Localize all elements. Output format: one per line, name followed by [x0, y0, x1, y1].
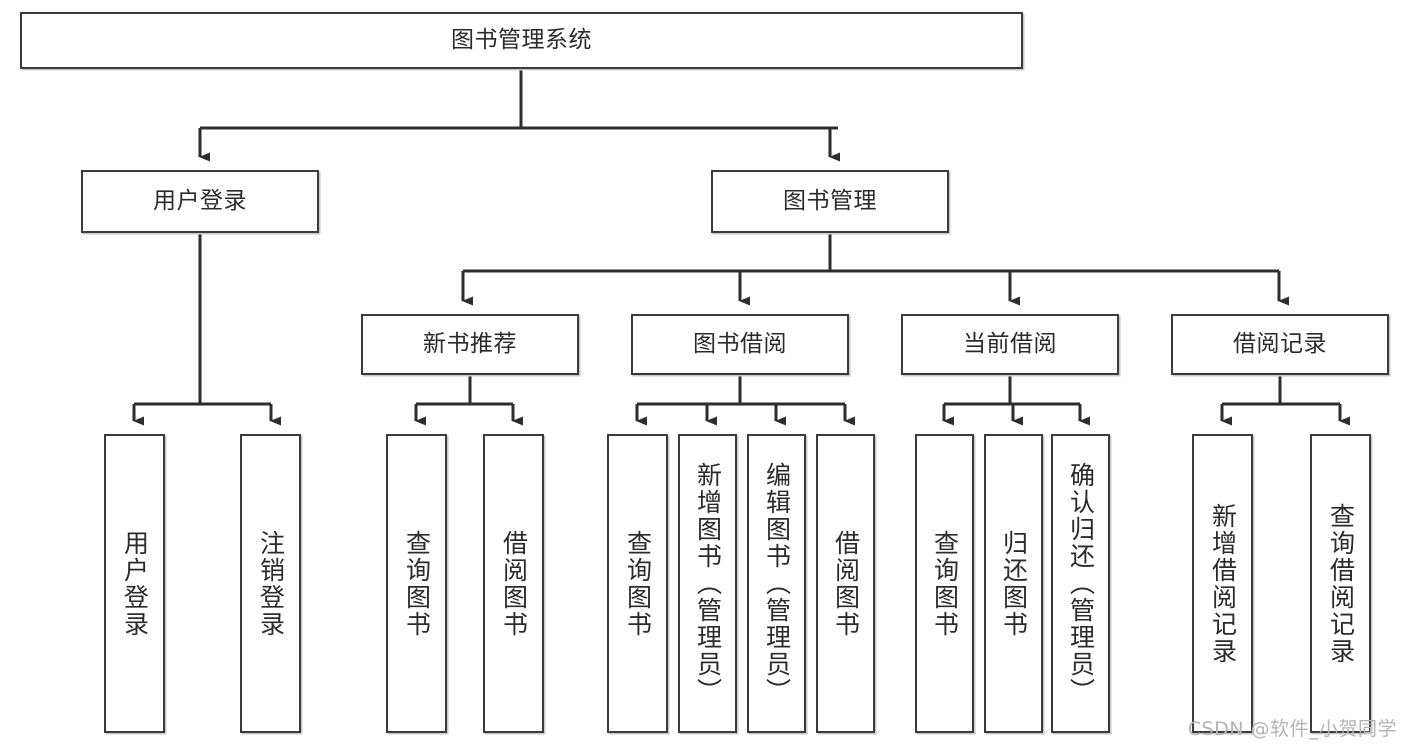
leaf-node[interactable]: 查询图书	[386, 434, 447, 733]
leaf-node-label: 查询图书	[402, 529, 432, 638]
leaf-node-label: 注销登录	[256, 529, 286, 638]
node-borrow-record[interactable]: 借阅记录	[1171, 314, 1389, 375]
leaf-node[interactable]: 借阅图书	[483, 434, 544, 733]
node-book-management-label: 图书管理	[783, 187, 877, 214]
leaf-node[interactable]: 查询借阅记录	[1310, 434, 1371, 733]
leaf-node[interactable]: 新增图书（管理员）	[678, 434, 737, 733]
leaf-node[interactable]: 用户登录	[104, 434, 165, 733]
node-current-borrow[interactable]: 当前借阅	[901, 314, 1119, 375]
leaf-node-label: 查询图书	[623, 529, 653, 638]
node-root-label: 图书管理系统	[451, 26, 592, 53]
leaf-node-label: 查询借阅记录	[1326, 502, 1356, 665]
leaf-node-label: 查询图书	[930, 529, 960, 638]
leaf-node-label: 借阅图书	[499, 529, 529, 638]
leaf-node[interactable]: 借阅图书	[816, 434, 875, 733]
leaf-node-label: 编辑图书（管理员）	[762, 462, 792, 705]
node-book-management[interactable]: 图书管理	[711, 170, 949, 233]
watermark: CSDN @软件_小贺同学	[1187, 718, 1397, 740]
node-current-borrow-label: 当前借阅	[963, 330, 1057, 357]
node-new-book-recommend-label: 新书推荐	[423, 330, 517, 357]
node-book-borrow[interactable]: 图书借阅	[631, 314, 849, 375]
node-book-borrow-label: 图书借阅	[693, 330, 787, 357]
leaf-node-label: 确认归还（管理员）	[1066, 462, 1096, 705]
leaf-node[interactable]: 确认归还（管理员）	[1051, 434, 1110, 733]
leaf-node-label: 归还图书	[999, 529, 1029, 638]
leaf-node[interactable]: 查询图书	[915, 434, 974, 733]
leaf-node[interactable]: 新增借阅记录	[1192, 434, 1253, 733]
node-borrow-record-label: 借阅记录	[1233, 330, 1327, 357]
leaf-node[interactable]: 查询图书	[607, 434, 668, 733]
leaf-node-label: 新增图书（管理员）	[693, 462, 723, 705]
leaf-node[interactable]: 编辑图书（管理员）	[747, 434, 806, 733]
leaf-node[interactable]: 注销登录	[240, 434, 301, 733]
node-user-login-label: 用户登录	[153, 187, 247, 214]
node-new-book-recommend[interactable]: 新书推荐	[361, 314, 579, 375]
node-user-login[interactable]: 用户登录	[81, 170, 319, 233]
leaf-node-label: 用户登录	[120, 529, 150, 638]
leaf-node-label: 借阅图书	[831, 529, 861, 638]
node-root[interactable]: 图书管理系统	[20, 12, 1023, 69]
leaf-node[interactable]: 归还图书	[984, 434, 1043, 733]
leaf-node-label: 新增借阅记录	[1208, 502, 1238, 665]
